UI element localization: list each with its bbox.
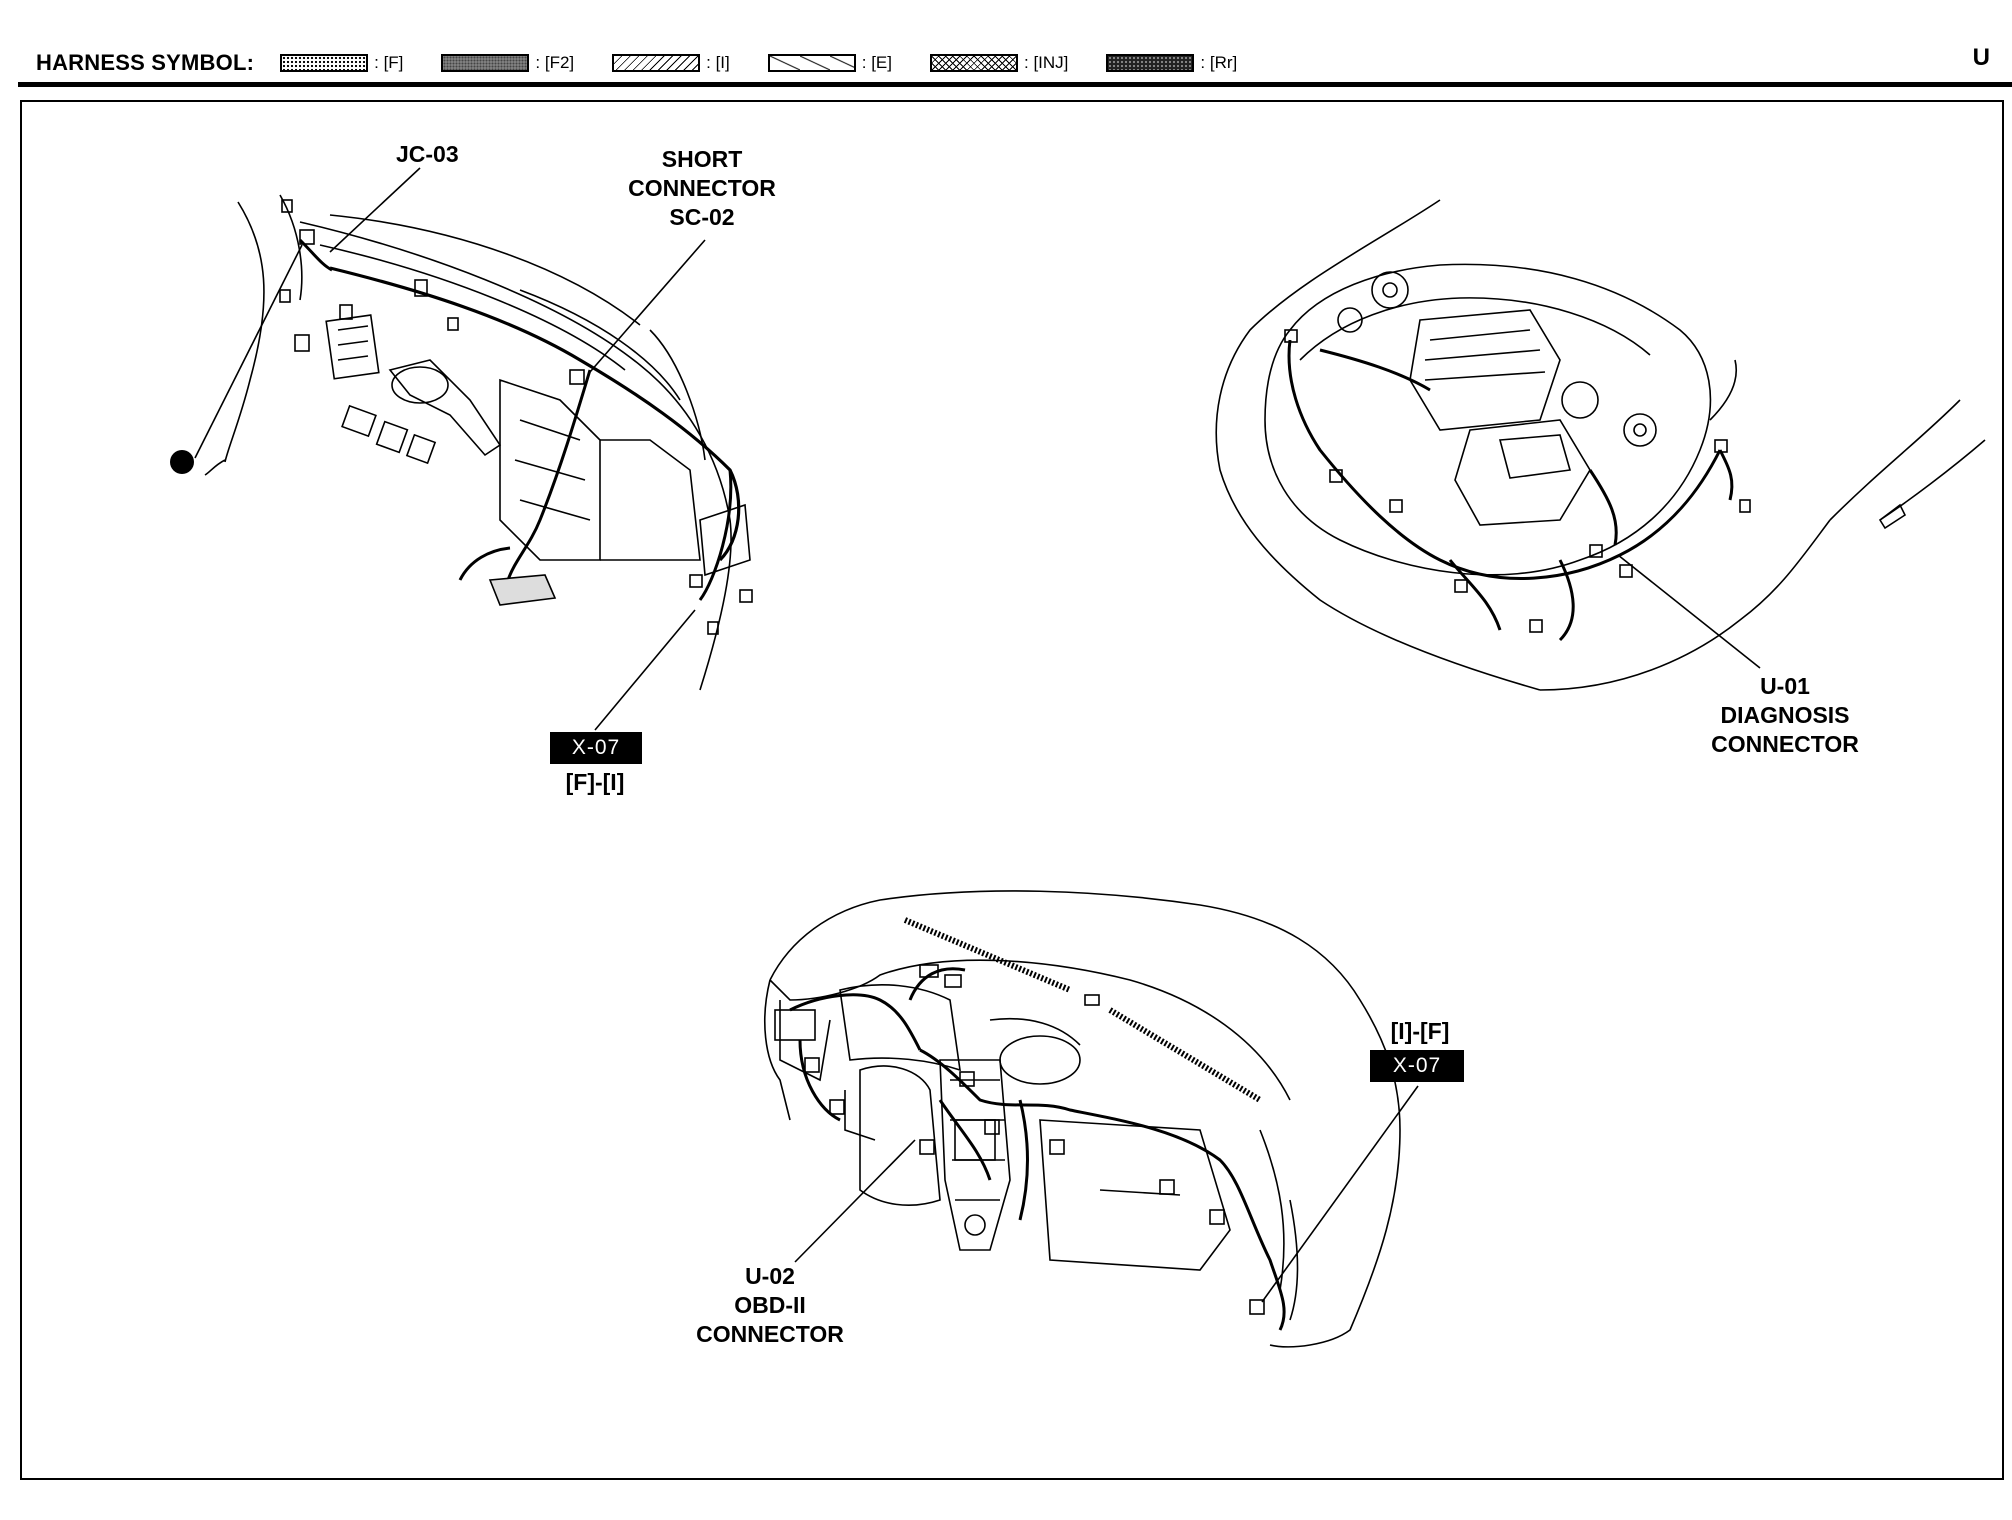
x07-right-subtitle: [I]-[F] (1390, 1018, 1450, 1044)
harness-symbol-legend: HARNESS SYMBOL: : [F] : [F2] : [I] : [E]… (36, 48, 1275, 78)
legend-label-f2: : [F2] (535, 53, 575, 72)
label-u01-line1: U-01 (1760, 673, 1810, 699)
legend-swatch-f2 (441, 54, 530, 72)
legend-title: HARNESS SYMBOL: (36, 50, 255, 75)
legend-swatch-e (767, 54, 856, 72)
page-letter: U (1972, 44, 1990, 71)
legend-swatch-i (612, 54, 701, 72)
legend-label-i: : [I] (706, 53, 730, 72)
label-short-connector-line2: CONNECTOR (628, 175, 776, 201)
leader-lines-left (194, 167, 706, 731)
legend-label-f: : [F] (374, 53, 404, 72)
header-rule (18, 82, 2012, 87)
label-u02-line3: CONNECTOR (696, 1321, 844, 1347)
legend-swatch-inj (930, 54, 1018, 72)
legend-item-e: : [E] (767, 53, 892, 73)
legend-swatch-rr (1106, 54, 1195, 72)
label-u01: U-01 DIAGNOSIS CONNECTOR (1680, 672, 1890, 759)
legend-item-i: : [I] (612, 53, 730, 73)
label-short-connector-line3: SC-02 (669, 204, 735, 230)
legend-label-inj: : [INJ] (1024, 53, 1069, 72)
x07-right-tag: X-07 (1370, 1050, 1464, 1082)
instrument-panel-harness-drawing (764, 890, 1401, 1348)
legend-item-f2: : [F2] (441, 53, 574, 73)
x07-left-tag: X-07 (550, 732, 642, 764)
diagram-frame (20, 100, 2004, 1480)
label-u01-line2: DIAGNOSIS (1720, 702, 1850, 728)
legend-item-rr: : [Rr] (1106, 53, 1237, 73)
leader-lines-bottom (794, 1085, 1419, 1303)
label-short-connector: SHORT CONNECTOR SC-02 (622, 145, 782, 232)
x07-left-subtitle: [F]-[I] (565, 769, 625, 795)
ground-marker-icon (170, 450, 194, 474)
label-jc03: JC-03 (396, 141, 459, 167)
label-u01-line3: CONNECTOR (1711, 731, 1859, 757)
legend-item-inj: : [INJ] (930, 53, 1068, 73)
legend-label-e: : [E] (861, 53, 892, 72)
label-u02-line2: OBD-II (734, 1292, 806, 1318)
dashboard-harness-left-drawing (204, 194, 753, 691)
label-short-connector-line1: SHORT (661, 146, 743, 172)
engine-bay-harness-drawing (1215, 199, 1986, 691)
label-u02-line1: U-02 (745, 1263, 795, 1289)
label-u02: U-02 OBD-II CONNECTOR (685, 1262, 855, 1349)
legend-swatch-f (280, 54, 369, 72)
legend-item-f: : [F] (280, 53, 403, 73)
legend-label-rr: : [Rr] (1200, 53, 1238, 72)
leader-line-u01 (1617, 554, 1761, 669)
